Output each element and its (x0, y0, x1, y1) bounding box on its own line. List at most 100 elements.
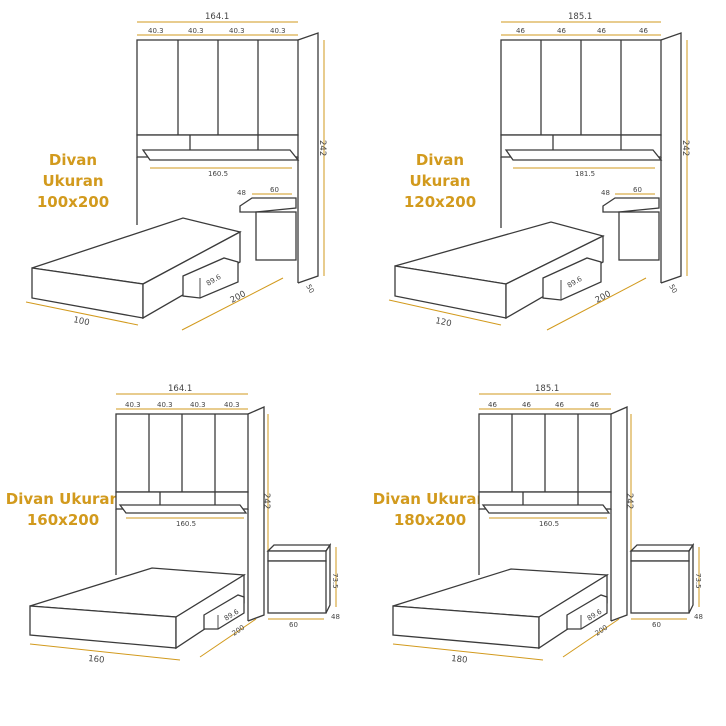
bed-drawer (203, 594, 245, 630)
door-width-label: 40.3 (229, 27, 245, 35)
door-width-label: 46 (522, 401, 531, 409)
door-width-label: 46 (590, 401, 599, 409)
bed-length-dim-line (546, 277, 647, 331)
desk-top (602, 197, 660, 213)
panel-title: Divan Ukuran 120x200 (385, 150, 495, 213)
shelf-width-label: 160.5 (208, 170, 228, 178)
nightstand-width-label: 60 (652, 621, 661, 629)
shelf-board (141, 149, 300, 161)
panel-divan-180x200: Divan Ukuran 180x200 185.1 46 46 46 46 1… (363, 363, 726, 726)
height-label: 242 (624, 493, 634, 509)
shelf-board (118, 504, 248, 514)
top-total-label: 164.1 (168, 384, 192, 394)
shelf-board (481, 504, 611, 514)
title-line1: Divan Ukuran (5, 490, 121, 508)
door-width-label: 46 (597, 27, 606, 35)
nightstand-depth-label: 48 (694, 613, 703, 621)
top-total-label: 185.1 (568, 12, 592, 22)
nightstand-body (630, 560, 690, 614)
panel-divan-120x200: Divan Ukuran 120x200 185.1 46 46 46 46 1… (363, 0, 726, 363)
nightstand-height-label: 73.5 (331, 573, 339, 589)
bed-length-dim-line (199, 618, 257, 658)
bed-width-label: 160 (88, 654, 105, 666)
nightstand-drawer (630, 550, 690, 562)
bed-width-label: 120 (434, 316, 452, 329)
bed-drawer (542, 257, 602, 301)
furniture-drawing: 164.1 40.3 40.3 40.3 40.3 160.5 242 89.6 (29, 384, 340, 666)
desk-body (618, 211, 660, 261)
bed-width-dim-line (392, 643, 544, 661)
bed-drawer (182, 257, 239, 299)
bed-width-dim-line (388, 299, 502, 326)
desk-width-label: 60 (633, 186, 642, 194)
nightstand-top (266, 544, 332, 552)
title-line2: 120x200 (403, 193, 477, 211)
shelf-width-label: 181.5 (575, 170, 595, 178)
door-width-label: 40.3 (190, 401, 206, 409)
cabinet-side (660, 32, 682, 284)
height-label: 242 (261, 493, 271, 509)
desk-depth-label: 48 (601, 189, 610, 197)
door-width-label: 46 (557, 27, 566, 35)
cabinet-side (610, 406, 628, 622)
door-width-label: 46 (639, 27, 648, 35)
door-width-label: 40.3 (148, 27, 164, 35)
desk-width-label: 60 (270, 186, 279, 194)
door-width-label: 46 (516, 27, 525, 35)
top-total-label: 164.1 (205, 12, 229, 22)
door-width-label: 46 (555, 401, 564, 409)
bed-length-label: 200 (231, 624, 247, 638)
bed-length-dim-line (562, 618, 620, 658)
nightstand-side (688, 542, 694, 614)
nightstand-depth-label: 48 (331, 613, 340, 621)
desk-top (239, 197, 297, 213)
title-line2: 100x200 (36, 193, 110, 211)
bed-length-label: 200 (229, 289, 248, 305)
door-width-label: 40.3 (270, 27, 286, 35)
bed-drawer (566, 594, 608, 630)
panel-title: Divan Ukuran 180x200 (371, 489, 489, 531)
nightstand-body (267, 560, 327, 614)
furniture-drawing: 185.1 46 46 46 46 160.5 242 89.6 (392, 384, 703, 666)
panel-divan-100x200: Divan Ukuran 100x200 164.1 40.3 40.3 40.… (0, 0, 363, 363)
title-line2: 180x200 (393, 511, 467, 529)
door-width-label: 40.3 (157, 401, 173, 409)
desk-body (255, 211, 297, 261)
nightstand-top (629, 544, 695, 552)
shelf-width-label: 160.5 (539, 520, 559, 528)
nightstand-width-label: 60 (289, 621, 298, 629)
panel-title: Divan Ukuran 100x200 (18, 150, 128, 213)
depth-label: 50 (304, 283, 315, 295)
door-width-label: 46 (488, 401, 497, 409)
height-label: 242 (317, 140, 327, 156)
title-line2: 160x200 (26, 511, 100, 529)
height-label: 242 (680, 140, 690, 156)
cabinet-side (297, 32, 319, 284)
bed-width-dim-line (29, 643, 181, 661)
bed-length-label: 200 (594, 289, 613, 305)
furniture-drawing: 164.1 40.3 40.3 40.3 40.3 160.5 242 50 4… (25, 12, 327, 331)
door-width-label: 40.3 (224, 401, 240, 409)
bed-length-dim-line (181, 277, 284, 331)
door-width-label: 40.3 (188, 27, 204, 35)
title-line1: Divan Ukuran (42, 151, 104, 190)
title-line1: Divan Ukuran (409, 151, 471, 190)
bed-length-label: 200 (594, 624, 610, 638)
bed-width-label: 180 (451, 654, 468, 666)
nightstand-height-label: 73.5 (694, 573, 702, 589)
panel-divan-160x200: Divan Ukuran 160x200 164.1 40.3 40.3 40.… (0, 363, 363, 726)
shelf-board (504, 149, 663, 161)
desk-depth-label: 48 (237, 189, 246, 197)
bed-width-label: 100 (72, 315, 90, 328)
nightstand-side (325, 542, 331, 614)
panel-title: Divan Ukuran 160x200 (4, 489, 122, 531)
title-line1: Divan Ukuran (372, 490, 488, 508)
shelf-width-label: 160.5 (176, 520, 196, 528)
top-total-label: 185.1 (535, 384, 559, 394)
door-width-label: 40.3 (125, 401, 141, 409)
depth-label: 50 (667, 283, 678, 295)
nightstand-drawer (267, 550, 327, 562)
bed-width-dim-line (25, 301, 139, 326)
cabinet-side (247, 406, 265, 622)
